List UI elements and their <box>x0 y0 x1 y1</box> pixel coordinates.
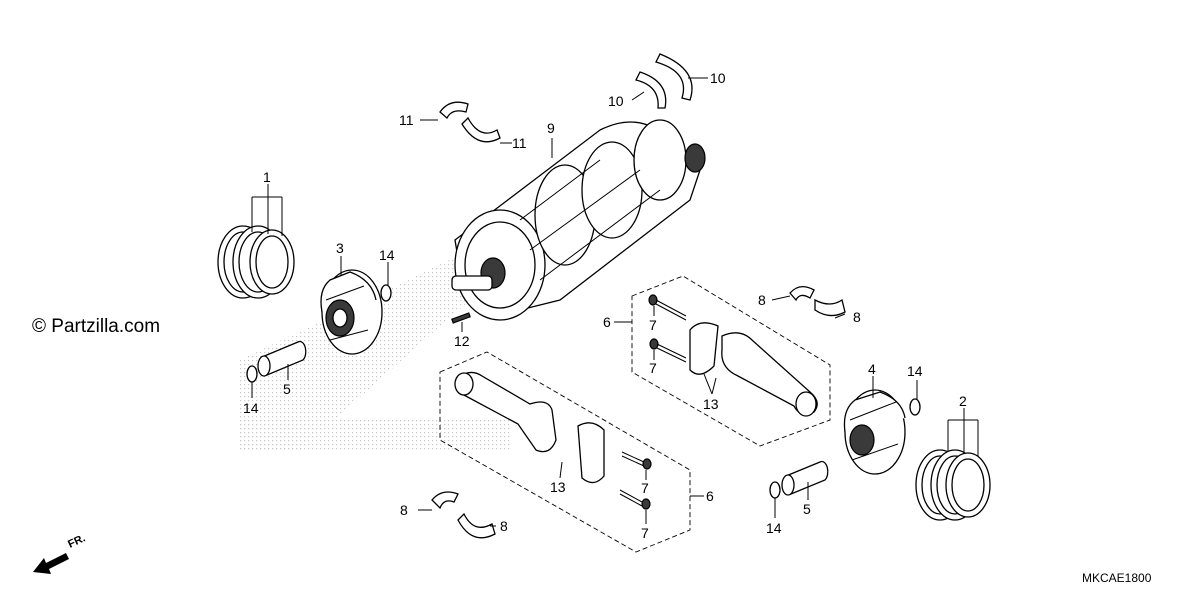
callout-6b: 6 <box>706 488 714 504</box>
piston-pin-clip-lower-right[interactable] <box>769 481 781 499</box>
conrod-kit-box-lower <box>439 351 691 553</box>
callout-12: 12 <box>454 333 470 349</box>
piston-pin-clip-upper-right[interactable] <box>909 398 921 416</box>
callout-8d: 8 <box>500 518 508 534</box>
conrod-cap-upper[interactable] <box>689 322 719 375</box>
callout-7c: 7 <box>641 480 649 496</box>
piston-pin-left[interactable] <box>257 340 307 377</box>
piston-left[interactable] <box>320 269 383 355</box>
callout-10a: 10 <box>710 70 726 86</box>
conrod-upper[interactable] <box>721 332 818 417</box>
callout-7b: 7 <box>649 360 657 376</box>
callout-6a: 6 <box>603 314 611 330</box>
diagram-code: MKCAE1800 <box>1082 571 1152 585</box>
callout-11a: 11 <box>399 112 414 128</box>
callout-7d: 7 <box>641 525 649 541</box>
conrod-cap-lower[interactable] <box>577 422 605 484</box>
callout-9: 9 <box>547 120 555 136</box>
watermark-text: © Partzilla.com <box>32 316 160 337</box>
callout-2: 2 <box>959 393 967 409</box>
callout-7a: 7 <box>649 317 657 333</box>
callout-14b: 14 <box>243 400 259 416</box>
callout-labels: 1 2 3 4 5 5 6 6 7 7 7 7 8 8 8 8 9 10 10 … <box>243 70 967 541</box>
conrod-bolt-upper-1[interactable] <box>648 294 687 321</box>
callout-14a: 14 <box>379 247 395 263</box>
callout-3: 3 <box>336 240 344 256</box>
main-bearing-lower[interactable] <box>461 116 501 143</box>
front-direction-arrow-icon: FR. <box>33 532 87 574</box>
callout-10b: 10 <box>608 93 624 109</box>
main-bearing-upper[interactable] <box>439 101 469 120</box>
piston-pin-right[interactable] <box>781 460 829 496</box>
thrust-washer-upper[interactable] <box>655 53 693 101</box>
callout-8b: 8 <box>853 309 861 325</box>
callout-14d: 14 <box>907 363 923 379</box>
leader-lines <box>251 77 979 527</box>
crankshaft[interactable] <box>451 119 706 321</box>
piston-ring-set-right[interactable] <box>915 449 991 521</box>
piston-pin-clip-upper-left[interactable] <box>380 284 392 302</box>
callout-11b: 11 <box>512 135 527 151</box>
conrod-bolt-upper-2[interactable] <box>649 338 687 363</box>
callout-5b: 5 <box>803 501 811 517</box>
conrod-kit-box-upper <box>631 275 831 447</box>
callout-8a: 8 <box>758 292 766 308</box>
conrod-bolt-lower-1[interactable] <box>621 451 652 470</box>
callout-13a: 13 <box>703 396 719 412</box>
callout-14c: 14 <box>766 520 782 536</box>
piston-ring-set-left[interactable] <box>217 225 295 299</box>
woodruff-key[interactable] <box>451 312 471 324</box>
callout-13b: 13 <box>550 479 566 495</box>
conrod-bearing-lower-a[interactable] <box>431 491 459 510</box>
front-label: FR. <box>66 532 87 550</box>
thrust-washer-lower[interactable] <box>635 71 667 109</box>
conrod-bearing-upper-a[interactable] <box>789 286 815 302</box>
piston-pin-clip-lower-left[interactable] <box>246 365 258 383</box>
callout-8c: 8 <box>400 502 408 518</box>
callout-1: 1 <box>263 169 271 185</box>
conrod-bearing-lower-b[interactable] <box>457 512 496 539</box>
conrod-bearing-upper-b[interactable] <box>814 298 846 317</box>
piston-right[interactable] <box>843 389 906 475</box>
callout-5a: 5 <box>283 381 291 397</box>
callout-4: 4 <box>868 361 876 377</box>
conrod-bolt-lower-2[interactable] <box>619 489 651 510</box>
conrod-lower[interactable] <box>454 371 557 453</box>
